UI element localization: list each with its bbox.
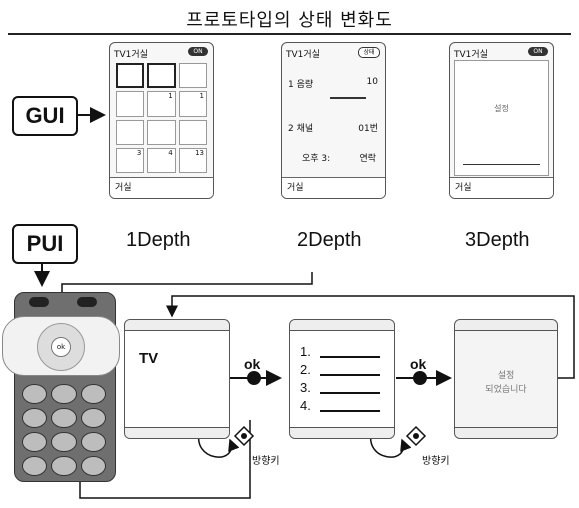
ok-dot-2 — [413, 371, 427, 385]
direction-key-icon-2 — [407, 427, 425, 445]
screen-bottom-bar — [125, 427, 229, 438]
tv-label: TV — [139, 350, 158, 367]
list-item-number: 2. — [300, 362, 311, 377]
flow-screen-1: TV — [124, 319, 230, 439]
keypad-button — [81, 456, 106, 476]
list-line — [320, 392, 380, 394]
direction-key-label-1: 방향키 — [252, 452, 280, 467]
ok-label-2: ok — [410, 356, 426, 372]
list-line — [320, 374, 380, 376]
remote-nav-wheel: ok — [2, 316, 120, 376]
flow-screen-2: 1. 2. 3. 4. — [289, 319, 395, 439]
direction-key-label-2: 방향키 — [422, 452, 450, 467]
list-item-number: 1. — [300, 344, 311, 359]
remote-top-button — [77, 297, 97, 307]
list-item-number: 4. — [300, 398, 311, 413]
keypad-button — [81, 384, 106, 404]
list-item: 4. — [300, 398, 311, 413]
screen-bottom-bar — [290, 427, 394, 438]
screen-bottom-bar — [455, 427, 557, 438]
list-item-number: 3. — [300, 380, 311, 395]
keypad-button — [22, 384, 47, 404]
ok-label-1: ok — [244, 356, 260, 372]
list-item: 1. — [300, 344, 311, 359]
screen-top-bar — [290, 320, 394, 331]
keypad-button — [22, 432, 47, 452]
remote-keypad — [22, 384, 106, 476]
keypad-button — [22, 456, 47, 476]
list-item: 2. — [300, 362, 311, 377]
keypad-button — [81, 408, 106, 428]
keypad-button — [22, 408, 47, 428]
flow-screen-3: 설정 되었습니다 — [454, 319, 558, 439]
remote-ok-button: ok — [51, 337, 71, 357]
keypad-button — [51, 408, 76, 428]
ok-dot-1 — [247, 371, 261, 385]
list-item: 3. — [300, 380, 311, 395]
screen-top-bar — [125, 320, 229, 331]
screen-top-bar — [455, 320, 557, 331]
keypad-button — [51, 456, 76, 476]
confirm-text-line-2: 되었습니다 — [455, 382, 557, 395]
list-line — [320, 410, 380, 412]
keypad-button — [51, 384, 76, 404]
list-line — [320, 356, 380, 358]
keypad-button — [81, 432, 106, 452]
keypad-button — [51, 432, 76, 452]
remote-top-button — [29, 297, 49, 307]
confirm-text-line-1: 설정 — [455, 368, 557, 381]
